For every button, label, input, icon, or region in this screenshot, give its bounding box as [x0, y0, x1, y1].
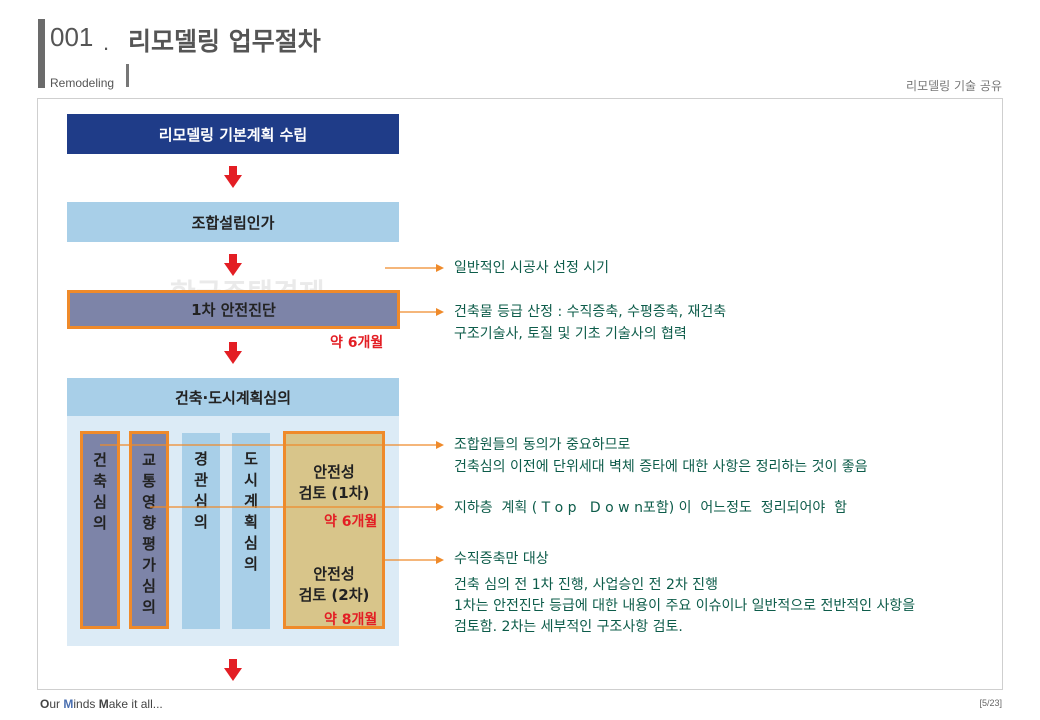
flow-step-basic-plan: 리모델링 기본계획 수립 — [67, 114, 399, 154]
down-arrow-icon — [224, 342, 242, 364]
header-accent-bar — [38, 19, 45, 88]
note-underground: 지하층 계획 ( T o p D o w n포함) 이 어느정도 정리되어야 함 — [454, 500, 847, 516]
note-review-line1: 건축 심의 전 1차 진행, 사업승인 전 2차 진행 — [454, 577, 718, 593]
page-subtitle: Remodeling — [50, 76, 115, 90]
flow-step-architecture-review: 건축·도시계획심의 — [67, 378, 399, 416]
note-review-line2: 1차는 안전진단 등급에 대한 내용이 주요 이슈이나 일반적으로 전반적인 사… — [454, 598, 916, 614]
section-number: 001 — [50, 22, 94, 52]
flow-step-union-approval: 조합설립인가 — [67, 202, 399, 242]
review2-line2: 검토 (2차) — [298, 586, 370, 604]
review2-line1: 안전성 — [313, 565, 355, 583]
down-arrow-icon — [224, 659, 242, 681]
down-arrow-icon — [224, 166, 242, 188]
review1-line2: 검토 (1차) — [298, 484, 370, 502]
note-safety-line1: 건축물 등급 산정 : 수직증축, 수평증축, 재건축 — [454, 304, 727, 320]
header-right-label: 리모델링 기술 공유 — [906, 79, 1002, 93]
safety-review-2 — [286, 538, 382, 626]
content-frame — [37, 98, 1003, 690]
note-contractor: 일반적인 시공사 선정 시기 — [454, 260, 610, 276]
review1-line1: 안전성 — [313, 463, 355, 481]
note-safety-line2: 구조기술사, 토질 및 기초 기술사의 협력 — [454, 326, 687, 342]
footer-slogan: Our Minds Make it all... — [40, 697, 163, 711]
note-review-line3: 검토함. 2차는 세부적인 구조사항 검토. — [454, 619, 683, 635]
note-vertical: 수직증축만 대상 — [454, 551, 549, 567]
safety-review-box: 안전성 검토 (1차) 안전성 검토 (2차) — [283, 431, 385, 629]
duration-label: 약 6개월 — [330, 335, 384, 351]
duration-label: 약 6개월 — [324, 514, 378, 530]
page-number: [5/23] — [979, 698, 1002, 708]
safety-review-1 — [286, 434, 382, 538]
page-title: 리모델링 업무절차 — [128, 27, 321, 56]
flow-step-safety-inspection: 1차 안전진단 — [67, 290, 400, 329]
header-tick — [126, 64, 129, 87]
note-consent-line2: 건축심의 이전에 단위세대 벽체 증타에 대한 사항은 정리하는 것이 좋음 — [454, 459, 868, 475]
down-arrow-icon — [224, 254, 242, 276]
duration-label: 약 8개월 — [324, 612, 378, 628]
section-dot: . — [103, 30, 110, 55]
note-consent-line1: 조합원들의 동의가 중요하므로 — [454, 437, 631, 453]
